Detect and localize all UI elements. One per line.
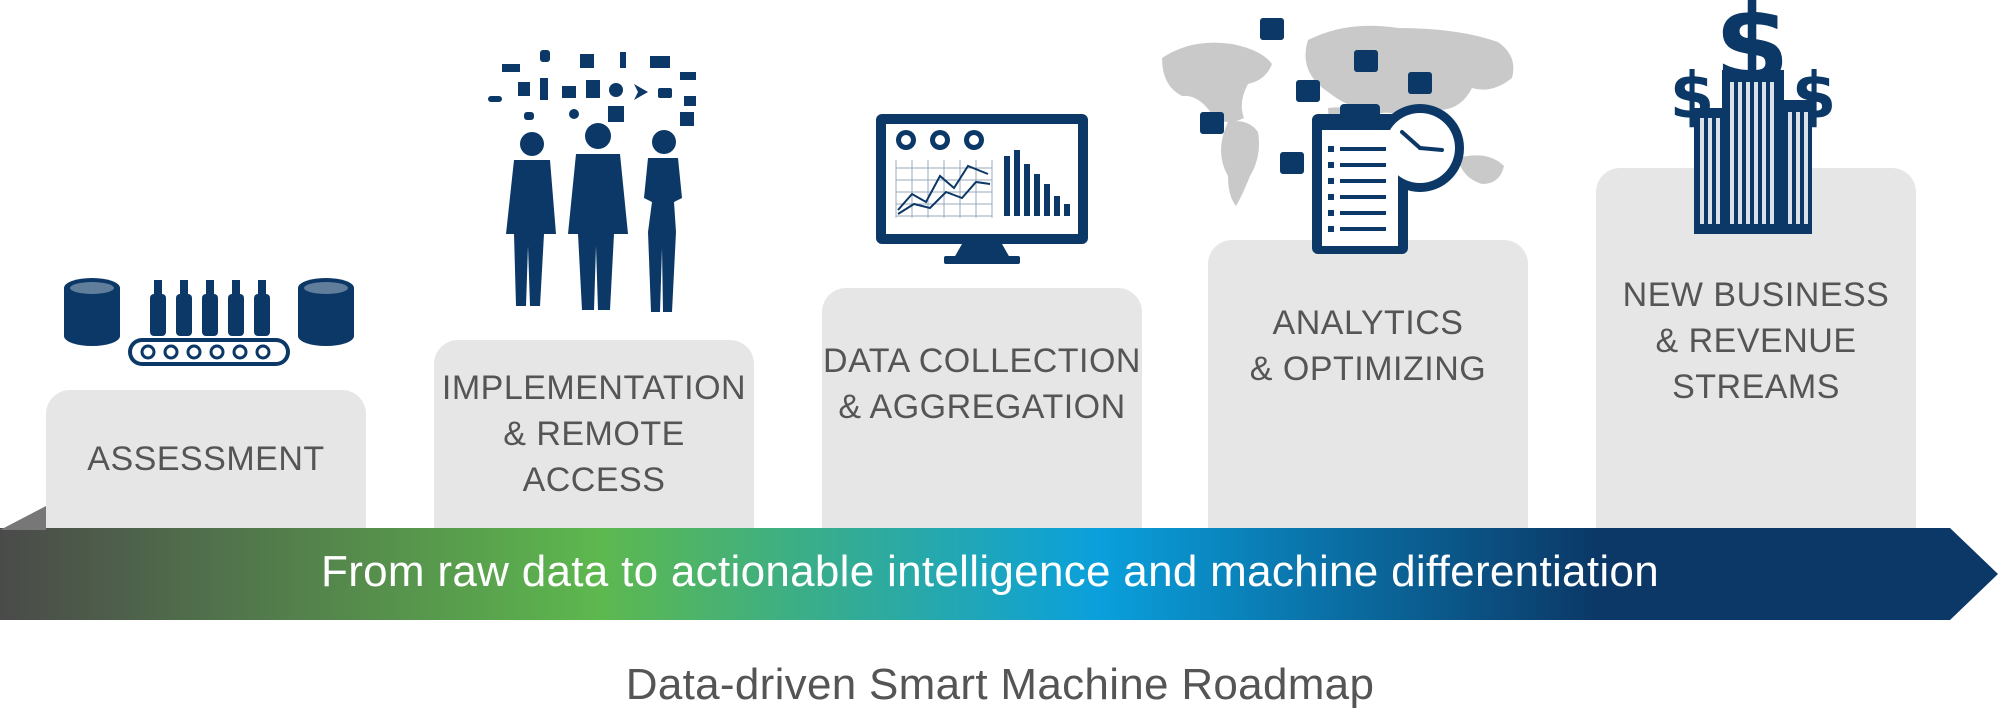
step-label: ANALYTICS & OPTIMIZING (1249, 304, 1487, 388)
business-team-icon (488, 50, 696, 312)
step-label: DATA COLLECTION & AGGREGATION (823, 342, 1141, 426)
step-analytics: ANALYTICS & OPTIMIZING (1208, 240, 1528, 528)
step-label: IMPLEMENTATION & REMOTE ACCESS (441, 369, 747, 499)
step-implementation: IMPLEMENTATION & REMOTE ACCESS (434, 340, 754, 528)
diagram-title: Data-driven Smart Machine Roadmap (625, 660, 1375, 709)
step-assessment: ASSESSMENT (46, 390, 366, 528)
monitor-dashboard-icon (876, 114, 1088, 264)
banner-corner-wedge (0, 506, 46, 530)
banner-text: From raw data to actionable intelligence… (321, 547, 1659, 596)
step-label: ASSESSMENT (87, 440, 325, 478)
step-label: NEW BUSINESS & REVENUE STREAMS (1622, 276, 1890, 406)
gradient-arrow-banner (0, 528, 1998, 620)
conveyor-bottling-icon (64, 278, 354, 366)
step-data-collection: DATA COLLECTION & AGGREGATION (822, 288, 1142, 528)
world-map-clipboard-clock-icon (1162, 18, 1514, 254)
dollar-buildings-icon: $ $ $ (1670, 0, 1836, 234)
